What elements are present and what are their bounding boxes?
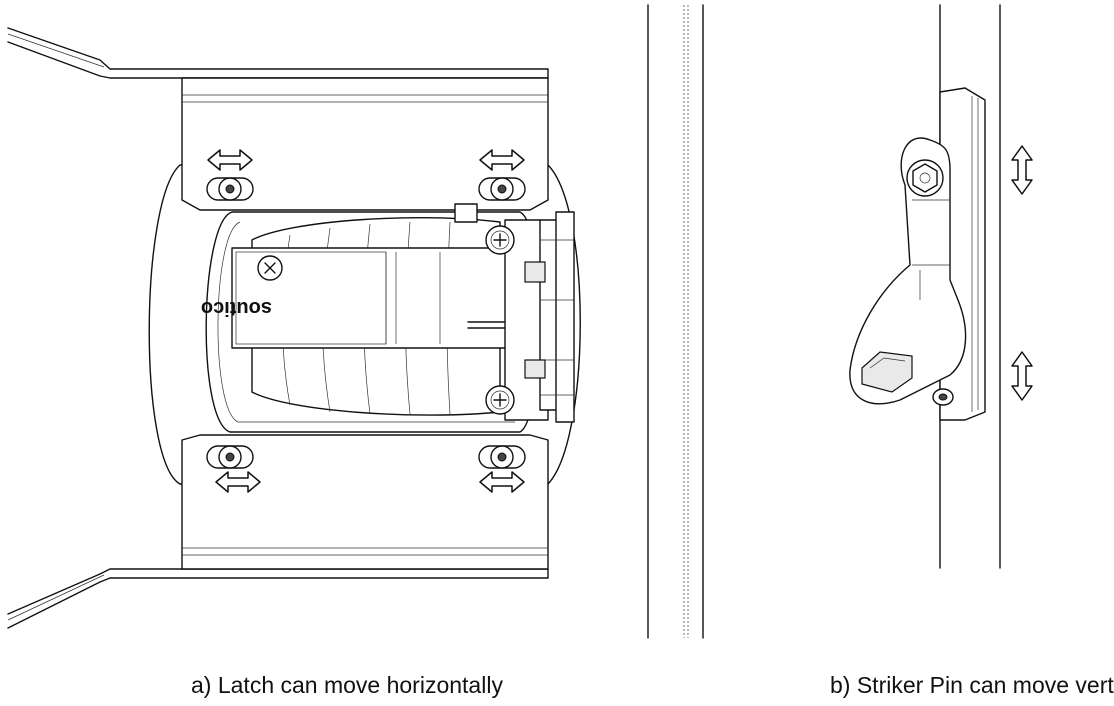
caption-latch: a) Latch can move horizontally [191, 672, 503, 698]
screw-plate [257, 255, 283, 281]
screw-bottom [485, 385, 515, 415]
horizontal-arrow-icon [479, 149, 525, 171]
nut-top-right [478, 177, 526, 201]
nut-top-left [206, 177, 254, 201]
screw-top [485, 225, 515, 255]
frame-edge [647, 4, 704, 639]
nut-bottom-left [206, 445, 254, 469]
nut-bottom-right [478, 445, 526, 469]
horizontal-arrow-icon [479, 471, 525, 493]
vertical-arrow-icon [1011, 145, 1033, 195]
latch-assembly: soutico [7, 27, 581, 629]
horizontal-arrow-icon [207, 149, 253, 171]
caption-striker: b) Striker Pin can move vertically [830, 672, 1114, 698]
horizontal-arrow-icon [215, 471, 261, 493]
striker-bolt [906, 159, 944, 197]
latch-logo: soutico [201, 297, 272, 319]
vertical-arrow-icon [1011, 351, 1033, 401]
striker-assembly [849, 4, 1033, 569]
